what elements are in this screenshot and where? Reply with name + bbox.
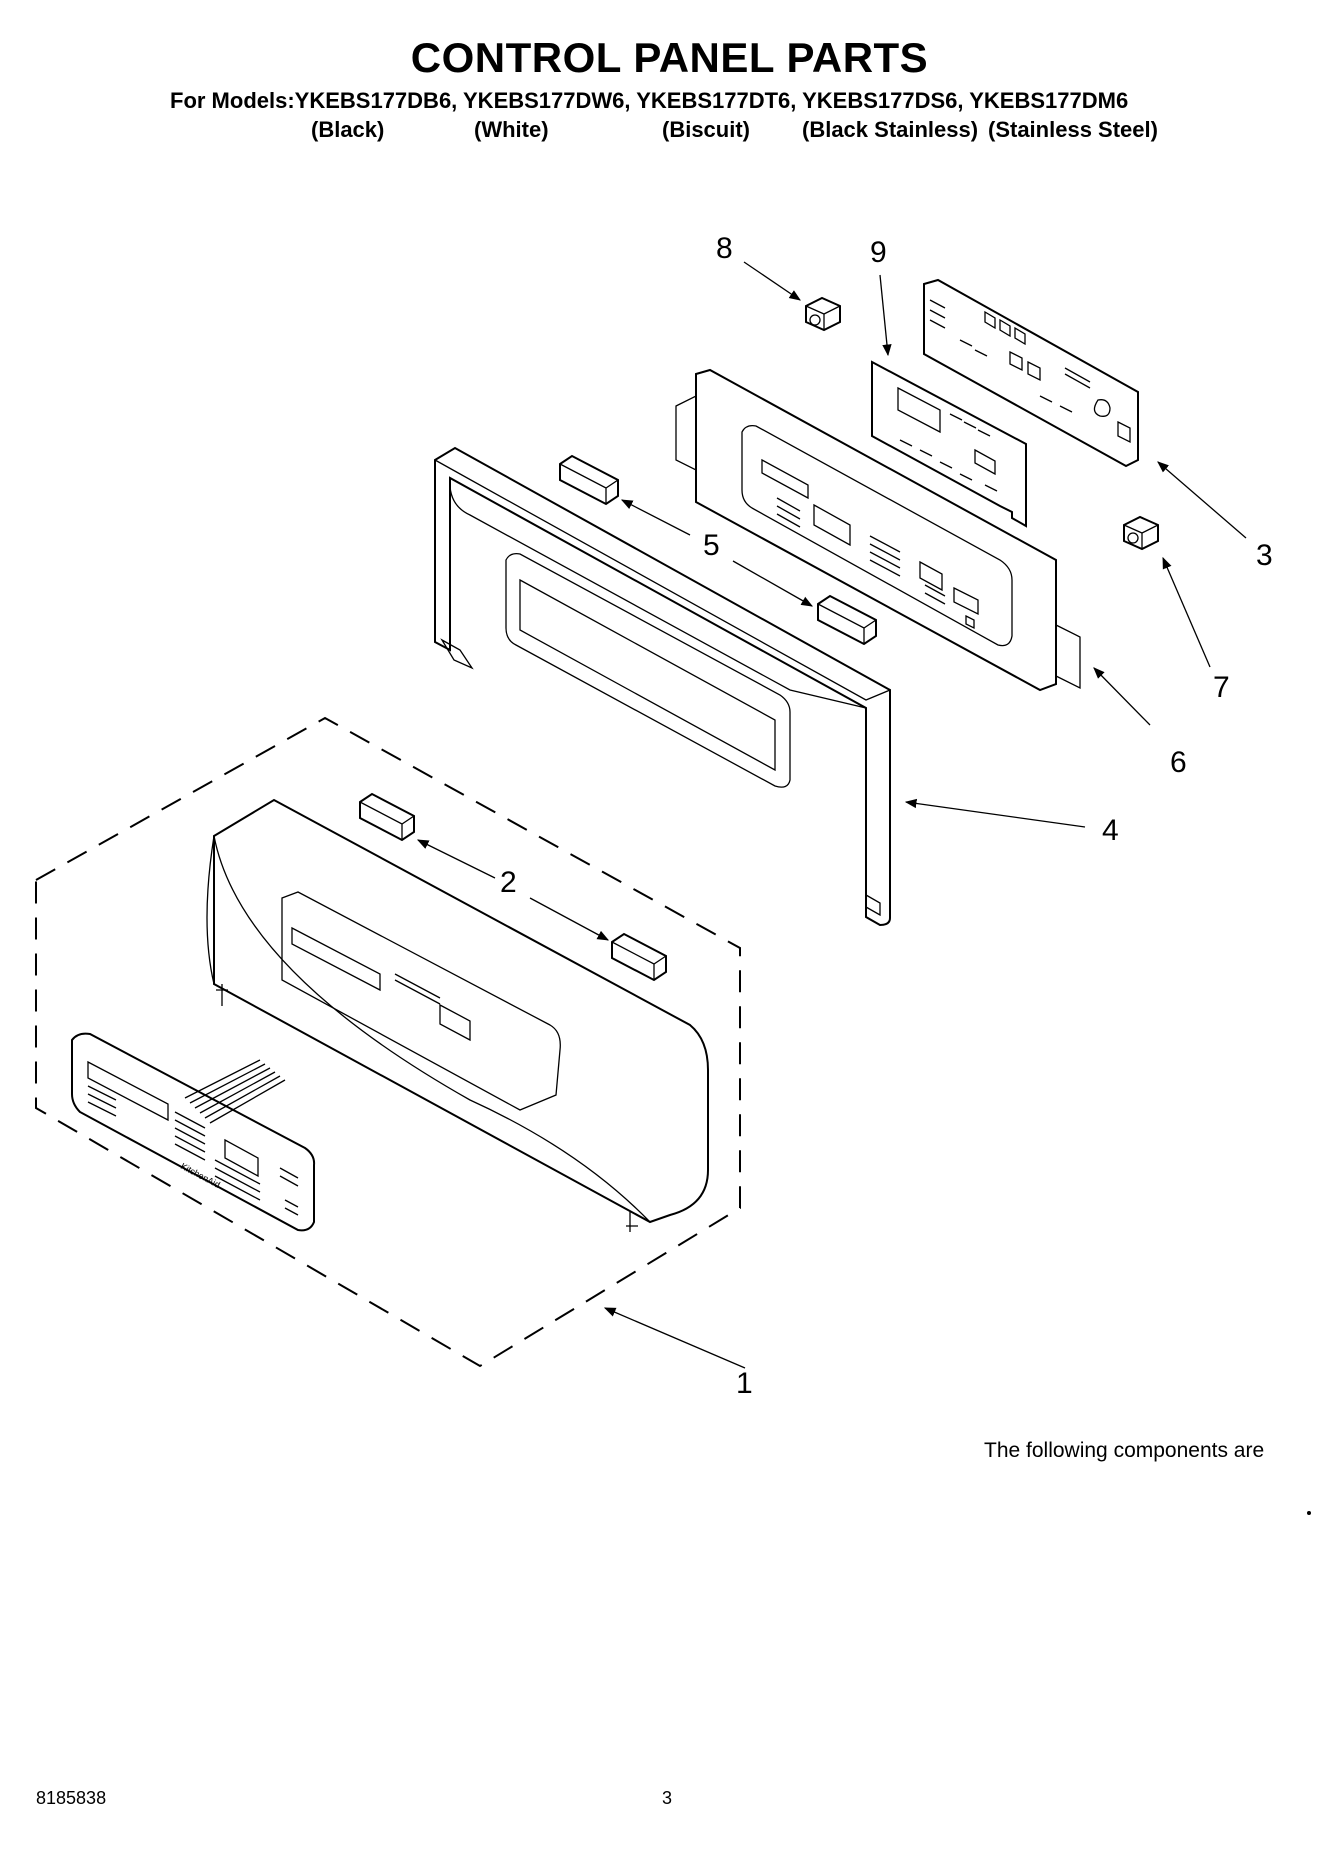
page-number: 3 <box>662 1788 673 1808</box>
color-stainless-steel: (Stainless Steel) <box>988 117 1158 142</box>
leader-4 <box>904 798 1086 828</box>
leader-8 <box>743 261 801 301</box>
callout-9: 9 <box>870 236 887 269</box>
leader-2b <box>529 897 610 941</box>
part-1-console-housing <box>206 798 709 1232</box>
leader-lines <box>416 261 1247 1369</box>
models-line: For Models:YKEBS177DB6, YKEBS177DW6, YKE… <box>170 88 1129 113</box>
callout-8: 8 <box>716 232 733 265</box>
leader-1 <box>603 1307 746 1369</box>
part-4-trim-frame <box>434 446 891 927</box>
part-9-mounting-plate <box>871 360 1027 528</box>
page-title: CONTROL PANEL PARTS <box>410 34 929 81</box>
leader-2a <box>416 839 496 879</box>
color-white: (White) <box>474 117 549 142</box>
part-2-spacer-right <box>611 932 667 982</box>
callout-3: 3 <box>1256 539 1273 572</box>
part-3-control-board <box>923 278 1139 468</box>
part-5-spacer-right <box>817 594 877 646</box>
callout-2: 2 <box>500 866 517 899</box>
leader-5a <box>620 499 691 536</box>
color-black-stainless: (Black Stainless) <box>802 117 979 142</box>
callout-5: 5 <box>703 529 720 562</box>
callout-1: 1 <box>736 1367 753 1400</box>
callout-4: 4 <box>1102 814 1119 847</box>
components-note: The following components are <box>984 1439 1265 1462</box>
part-2-spacer-left <box>359 792 415 842</box>
leader-9 <box>879 274 892 357</box>
stray-mark <box>1307 1511 1311 1515</box>
part-1-keypad-overlay: KitchenAid <box>71 1032 316 1232</box>
document-number: 8185838 <box>36 1788 107 1808</box>
leader-7 <box>1162 556 1211 668</box>
color-black: (Black) <box>311 117 385 142</box>
part-7-standoff <box>1123 515 1159 551</box>
color-biscuit: (Biscuit) <box>662 117 750 142</box>
callout-6: 6 <box>1170 746 1187 779</box>
leader-6 <box>1093 667 1151 726</box>
callout-7: 7 <box>1213 671 1230 704</box>
leader-5b <box>732 560 814 607</box>
part-8-standoff <box>805 296 841 332</box>
part-5-spacer-left <box>559 454 619 506</box>
assembly-boundary <box>35 716 741 1368</box>
part-6-mounting-panel <box>675 368 1081 692</box>
leader-3 <box>1157 461 1247 539</box>
